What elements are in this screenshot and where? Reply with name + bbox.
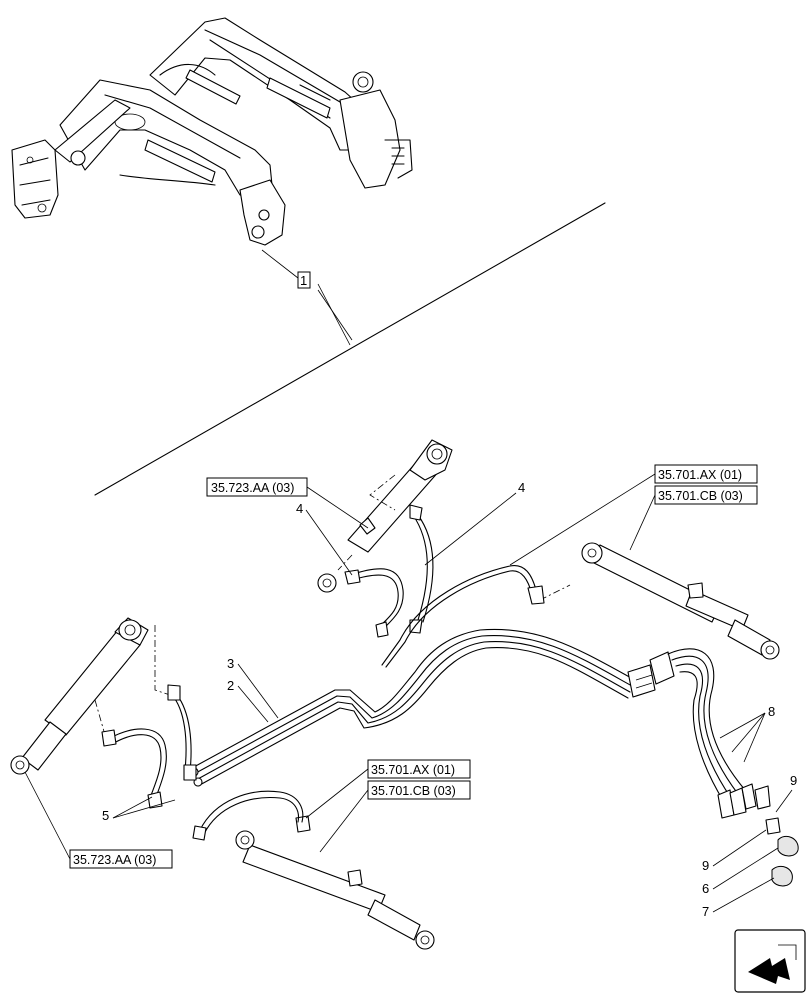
cylinder-top-left	[337, 439, 453, 571]
ref-label-top-right-b: 35.701.CB (03)	[658, 489, 743, 503]
hose-5	[101, 684, 197, 809]
callout-5: 5	[102, 808, 109, 823]
hose-4-right	[409, 504, 434, 634]
hose-bottom-mid	[192, 790, 304, 841]
hose-bundle-8	[667, 648, 771, 819]
ref-box-bottom-mid: 35.701.AX (01) 35.701.CB (03)	[305, 759, 471, 853]
ref-label-bottom-mid-b: 35.701.CB (03)	[371, 784, 456, 798]
ref-box-top-right: 35.701.AX (01) 35.701.CB (03)	[509, 464, 758, 566]
callouts: 3 2 4 4 5 8 9 9 6 7	[102, 480, 797, 919]
hose-bundle-main	[189, 628, 675, 787]
callout-8: 8	[768, 704, 775, 719]
callout-7: 7	[702, 904, 709, 919]
cylinder-bottom-mid	[235, 815, 435, 950]
callout-2: 2	[227, 678, 234, 693]
ref-label-bottom-left: 35.723.AA (03)	[73, 853, 156, 867]
ref-box-bottom-left: 35.723.AA (03)	[24, 771, 173, 869]
ref-label-top-left: 35.723.AA (03)	[211, 481, 294, 495]
ref-label-bottom-mid-a: 35.701.AX (01)	[371, 763, 455, 777]
cylinder-bottom-left	[10, 617, 171, 775]
callout-box-1	[297, 271, 311, 289]
callout-9-top: 9	[790, 773, 797, 788]
callout-4-left: 4	[296, 501, 303, 516]
ref-box-top-left: 35.723.AA (03)	[206, 477, 369, 529]
fittings-caps	[765, 817, 799, 887]
ref-label-top-right-a: 35.701.AX (01)	[658, 468, 742, 482]
callout-1: 1	[300, 273, 307, 288]
hose-4-left	[317, 568, 404, 638]
callout-6: 6	[702, 881, 709, 896]
next-page-arrow-icon[interactable]	[734, 929, 806, 993]
loader-frame-illustration	[11, 17, 413, 246]
callout-4-right: 4	[518, 480, 525, 495]
callout-3: 3	[227, 656, 234, 671]
loader-callout: 1	[261, 249, 353, 346]
hose-top-right	[381, 565, 545, 668]
cylinder-top-right	[539, 542, 780, 660]
callout-9-bottom: 9	[702, 858, 709, 873]
section-divider-line	[94, 202, 606, 496]
